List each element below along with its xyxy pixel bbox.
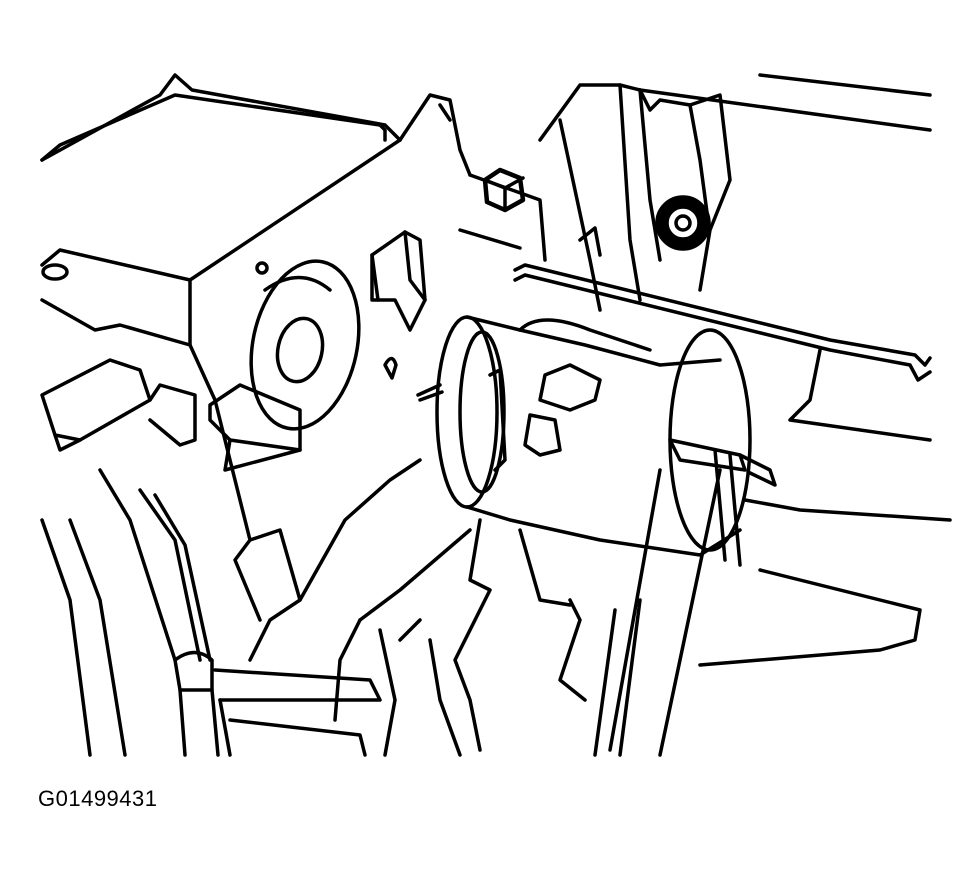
center-bolt — [458, 167, 547, 262]
actuator-rod — [513, 263, 932, 382]
harness-bracket — [40, 358, 302, 472]
housing-round-boss — [249, 259, 361, 431]
housing-cover — [40, 73, 472, 402]
wiring-harness — [40, 468, 220, 757]
lower-panel — [213, 398, 422, 757]
housing-connector — [370, 230, 427, 380]
retaining-clip — [668, 438, 777, 567]
actuator-motor — [416, 315, 752, 557]
lower-arm — [558, 468, 722, 757]
upper-bracket — [538, 73, 932, 312]
figure-id-label: G01499431 — [38, 786, 158, 811]
lower-casting — [333, 348, 952, 757]
